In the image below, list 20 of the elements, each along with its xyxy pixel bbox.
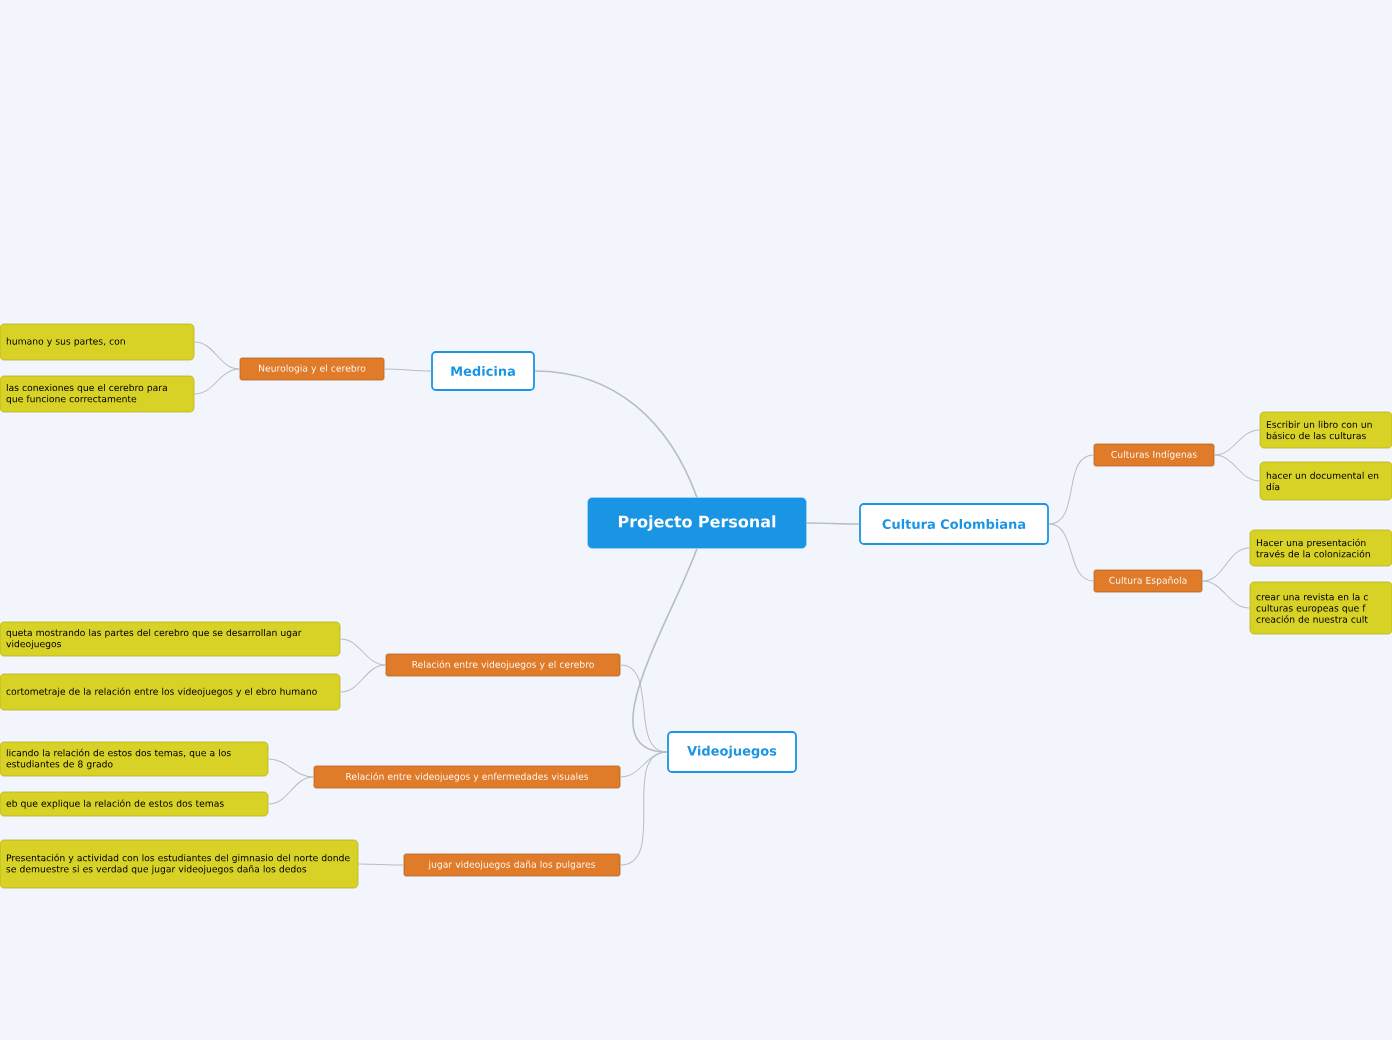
connector <box>632 547 698 753</box>
connector <box>1048 523 1095 582</box>
connector <box>534 370 698 499</box>
connector <box>267 776 315 805</box>
topic-box: Projecto Personal <box>587 497 807 549</box>
connector <box>193 368 241 395</box>
connector <box>339 638 387 666</box>
connector <box>1213 454 1261 482</box>
connector <box>339 664 387 693</box>
connector <box>193 341 241 370</box>
connector <box>805 522 860 525</box>
connector <box>1048 454 1095 525</box>
connector <box>619 664 668 753</box>
connector <box>619 751 668 866</box>
connector <box>1201 547 1251 582</box>
connector <box>1213 429 1261 456</box>
connector <box>1201 580 1251 609</box>
connector <box>357 863 405 866</box>
connector <box>267 758 315 778</box>
connector <box>383 368 432 372</box>
